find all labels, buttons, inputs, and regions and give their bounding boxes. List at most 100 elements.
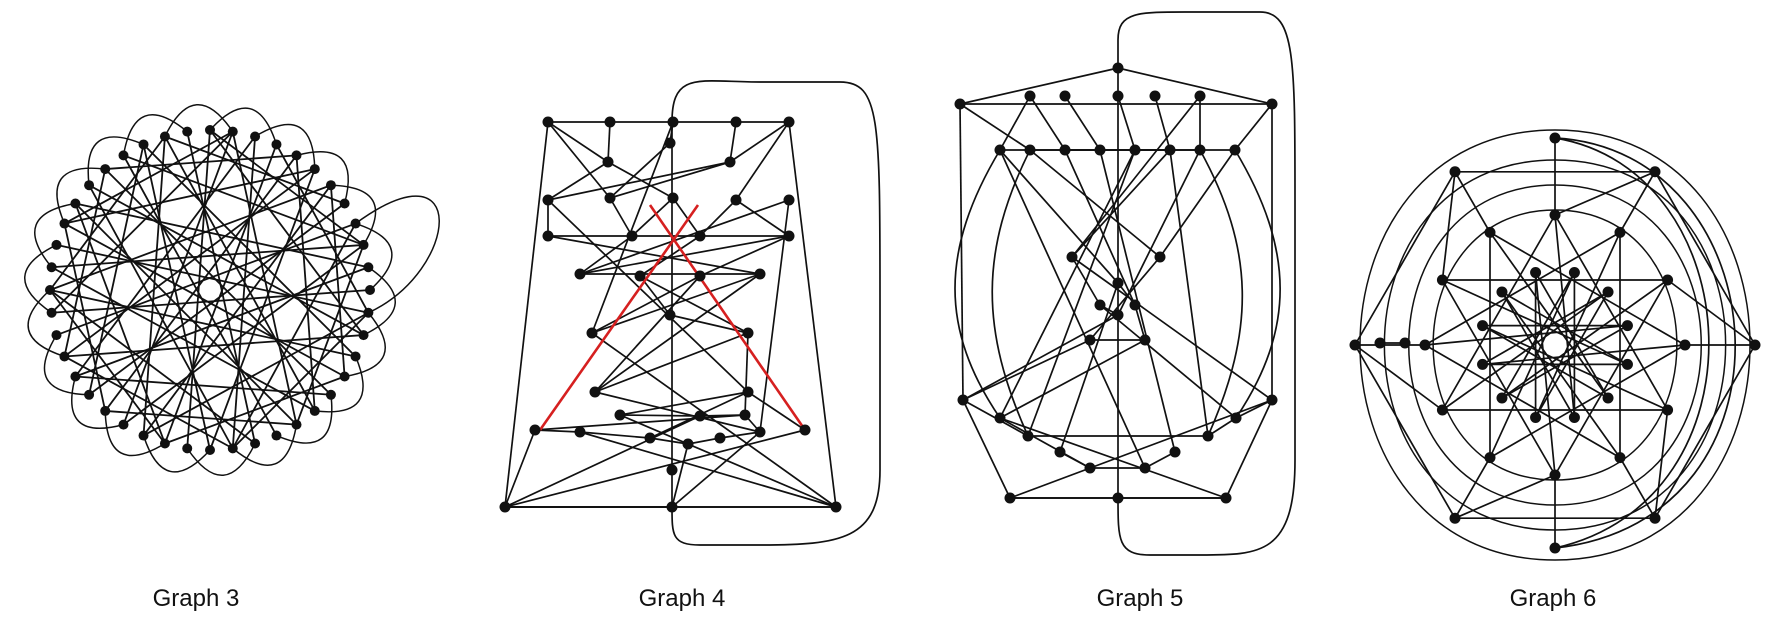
curved-edge — [1359, 129, 1751, 561]
curved-edge — [87, 136, 144, 186]
graph-5 — [954, 11, 1296, 556]
node — [1568, 267, 1580, 279]
edge — [504, 415, 701, 508]
curved-edge — [296, 151, 349, 204]
curved-edge — [1432, 209, 1678, 481]
edge — [639, 275, 749, 334]
edge — [56, 244, 369, 314]
edge — [1099, 304, 1237, 419]
node — [542, 230, 554, 242]
node — [664, 137, 676, 149]
edge — [1454, 171, 1491, 233]
node — [59, 351, 70, 362]
node — [730, 194, 742, 206]
node — [1436, 274, 1448, 286]
edge — [591, 275, 701, 334]
node — [694, 410, 706, 422]
curved-edge — [24, 244, 57, 314]
node — [1164, 144, 1176, 156]
curved-edge — [991, 149, 1031, 437]
node — [586, 327, 598, 339]
curved-edge — [186, 443, 256, 476]
edge — [1424, 231, 1621, 346]
node — [1024, 144, 1036, 156]
edge — [1554, 171, 1656, 216]
node — [118, 419, 129, 430]
edge — [209, 129, 365, 336]
curved-edge — [43, 334, 90, 396]
edge — [729, 121, 790, 163]
node — [1484, 226, 1496, 238]
node — [46, 262, 57, 273]
edge — [1482, 291, 1609, 366]
node — [1436, 404, 1448, 416]
edge — [1619, 457, 1656, 519]
edge — [1225, 399, 1273, 499]
edge — [330, 185, 346, 377]
edge — [999, 95, 1031, 151]
node — [1349, 339, 1361, 351]
edge — [699, 199, 737, 237]
curved-edge — [1554, 137, 1710, 549]
edge — [1134, 304, 1146, 341]
curved-edge — [355, 222, 393, 291]
edge — [735, 121, 790, 201]
node — [51, 330, 62, 341]
edge — [631, 197, 674, 237]
edge — [1059, 451, 1091, 469]
node — [1169, 446, 1181, 458]
edge — [547, 121, 611, 199]
node — [1419, 339, 1431, 351]
node — [574, 268, 586, 280]
edge — [534, 414, 746, 431]
edge — [231, 136, 256, 449]
edge — [1534, 272, 1556, 476]
node — [1202, 430, 1214, 442]
edge — [959, 67, 1119, 105]
edge — [49, 184, 332, 291]
curved-edge — [1408, 184, 1702, 506]
node — [46, 307, 57, 318]
graph-4 — [499, 79, 881, 546]
edge — [1117, 149, 1201, 316]
curved-edge — [232, 424, 298, 466]
edge — [104, 154, 298, 412]
node — [730, 116, 742, 128]
edge — [1441, 214, 1556, 411]
edge — [959, 103, 964, 401]
node — [1399, 337, 1411, 349]
edge — [75, 202, 369, 269]
edge — [1029, 95, 1066, 151]
edge — [1489, 344, 1686, 459]
edge — [164, 144, 278, 444]
edge — [534, 429, 581, 433]
node — [339, 371, 350, 382]
node — [1149, 90, 1161, 102]
node — [1022, 430, 1034, 442]
node — [100, 164, 111, 175]
edge — [959, 103, 1031, 151]
edge — [1169, 149, 1209, 437]
node — [1449, 512, 1461, 524]
edge — [579, 431, 837, 508]
edge — [1117, 67, 1273, 105]
edge — [49, 135, 166, 291]
edge — [504, 429, 536, 508]
node — [1568, 411, 1580, 423]
node — [291, 150, 302, 161]
node — [205, 125, 215, 135]
edge — [639, 235, 701, 277]
node — [1054, 446, 1066, 458]
node — [1194, 90, 1206, 102]
node — [70, 198, 81, 209]
node — [1549, 542, 1561, 554]
edge — [1619, 171, 1656, 233]
edge — [1442, 279, 1628, 366]
edge — [1654, 344, 1756, 519]
edge — [164, 135, 345, 205]
edge — [999, 149, 1119, 284]
edge — [1501, 291, 1628, 366]
node — [138, 430, 149, 441]
edge — [1071, 256, 1273, 401]
edge — [962, 314, 1119, 401]
